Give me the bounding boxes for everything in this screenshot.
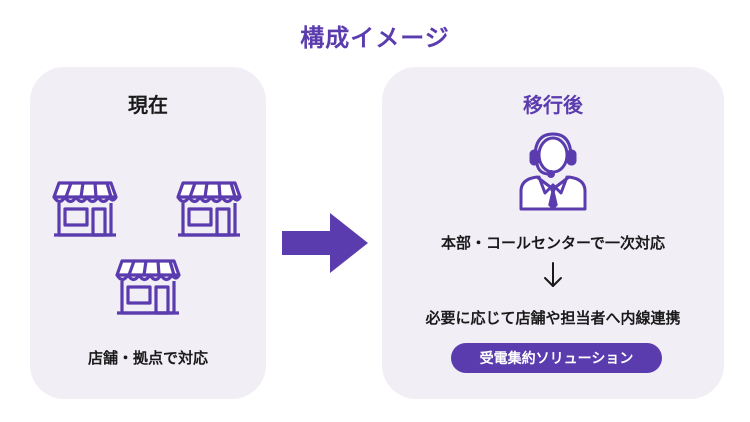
transition-arrow-icon — [282, 213, 368, 277]
step2-text: 必要に応じて店舗や担当者へ内線連携 — [425, 309, 681, 327]
store-icon — [51, 179, 119, 239]
call-center-operator-icon — [513, 129, 593, 215]
after-heading: 移行後 — [523, 93, 583, 117]
down-arrow-icon — [542, 261, 564, 293]
after-panel: 移行後 本部・コールセンターで一次対応 必要に応じて店舗や担当者へ内線連携 — [382, 67, 724, 399]
current-caption: 店舗・拠点で対応 — [87, 349, 208, 367]
step1-text: 本部・コールセンターで一次対応 — [440, 234, 666, 252]
current-heading: 現在 — [128, 93, 168, 117]
diagram-title: 構成イメージ — [300, 24, 450, 52]
store-icon — [114, 257, 182, 317]
store-icon — [175, 179, 243, 239]
current-panel: 現在 — [30, 67, 266, 399]
solution-badge: 受電集約ソリューション — [451, 343, 662, 373]
